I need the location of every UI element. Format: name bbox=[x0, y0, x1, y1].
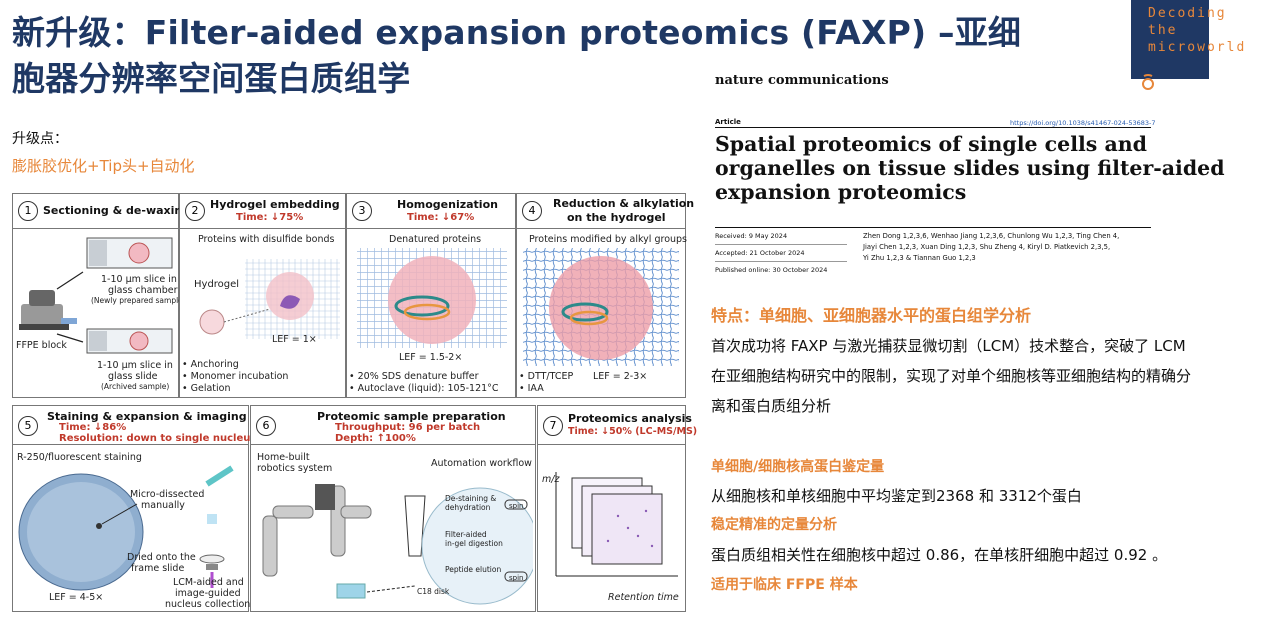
article-authors-3: Yi Zhu 1,2,3 & Tiannan Guo 1,2,3 bbox=[863, 254, 976, 262]
article-title-3: expansion proteomics bbox=[715, 180, 967, 204]
panel-title: Proteomic sample preparation bbox=[317, 410, 506, 423]
panel-number: 1 bbox=[18, 201, 38, 221]
panel-homogenization: 3 Homogenization Time: ↓67% Denatured pr… bbox=[346, 193, 516, 398]
panel-proteomic-prep: 6 Proteomic sample preparation Throughpu… bbox=[250, 405, 536, 612]
panel-title: Reduction & alkylation bbox=[553, 197, 695, 210]
panel-title: Sectioning & de-waxing bbox=[43, 204, 191, 217]
upgrade-label: 升级点： bbox=[12, 131, 68, 147]
article-doi[interactable]: https://doi.org/10.1038/s41467-024-53683… bbox=[1010, 119, 1156, 127]
staining-illustration bbox=[18, 465, 234, 591]
feature-text-1: 从细胞核和单核细胞中平均鉴定到2368 和 3312个蛋白 bbox=[711, 487, 1082, 505]
panel-sectioning: 1 Sectioning & de-waxing 1-10 μm slice i… bbox=[12, 193, 190, 398]
features-intro-3: 离和蛋白质组分析 bbox=[711, 397, 832, 415]
brand-text-2: the bbox=[1148, 23, 1178, 38]
page-title-line-1: 新升级：Filter-aided expansion proteomics (F… bbox=[12, 13, 1022, 52]
article-accepted: Accepted: 21 October 2024 bbox=[715, 249, 805, 257]
brand-icon bbox=[1142, 74, 1154, 90]
upgrade-content: 膨胀胶优化+Tip头+自动化 bbox=[12, 157, 195, 175]
features-intro-2: 在亚细胞结构研究中的限制，实现了对单个细胞核等亚细胞结构的精确分 bbox=[711, 367, 1192, 385]
feature-heading-1: 单细胞/细胞核高蛋白鉴定量 bbox=[711, 459, 885, 475]
article-title-2: organelles on tissue slides using filter… bbox=[715, 156, 1225, 180]
page-title-line-2: 胞器分辨率空间蛋白质组学 bbox=[12, 59, 411, 98]
meta-divider bbox=[715, 244, 847, 245]
panel-staining: 5 Staining & expansion & imaging Time: ↓… bbox=[12, 405, 256, 612]
sectioning-illustration bbox=[19, 237, 173, 354]
article-label: Article bbox=[715, 118, 741, 126]
features-heading: 特点：单细胞、亚细胞器水平的蛋白组学分析 bbox=[711, 306, 1032, 325]
article-received: Received: 9 May 2024 bbox=[715, 232, 788, 240]
panel-title: Staining & expansion & imaging bbox=[47, 410, 247, 423]
feature-heading-2: 稳定精准的定量分析 bbox=[711, 517, 837, 533]
panel-title: Hydrogel embedding bbox=[210, 198, 340, 211]
features-intro-1: 首次成功将 FAXP 与激光捕获显微切割（LCM）技术整合，突破了 LCM bbox=[711, 337, 1186, 355]
brand-text-1: Decoding bbox=[1148, 6, 1227, 21]
ms-illustration bbox=[555, 472, 678, 577]
panel-hydrogel: 2 Hydrogel embedding Time: ↓75% Proteins… bbox=[179, 193, 346, 398]
brand-text-3: microworld bbox=[1148, 40, 1247, 55]
faxp-workflow-figure: 1 Sectioning & de-waxing 1-10 μm slice i… bbox=[12, 193, 697, 612]
brand-logo bbox=[1131, 0, 1209, 79]
robotics-illustration bbox=[262, 484, 533, 605]
article-rule-2 bbox=[715, 227, 1151, 228]
article-rule bbox=[715, 127, 1151, 128]
article-authors-1: Zhen Dong 1,2,3,6, Wenhao Jiang 1,2,3,6,… bbox=[863, 232, 1120, 240]
article-authors-2: Jiayi Chen 1,2,3, Xuan Ding 1,2,3, Shu Z… bbox=[863, 243, 1111, 251]
feature-text-2: 蛋白质组相关性在细胞核中超过 0.86，在单核肝细胞中超过 0.92 。 bbox=[711, 546, 1168, 564]
panel-reduction: 4 Reduction & alkylation on the hydrogel… bbox=[516, 193, 694, 398]
reduction-illustration bbox=[523, 248, 679, 366]
article-title-1: Spatial proteomics of single cells and bbox=[715, 132, 1147, 156]
article-published: Published online: 30 October 2024 bbox=[715, 266, 828, 274]
panel-proteomics-analysis: 7 Proteomics analysis Time: ↓50% (LC-MS/… bbox=[537, 405, 697, 612]
homogenization-illustration bbox=[357, 248, 507, 348]
feature-heading-3: 适用于临床 FFPE 样本 bbox=[711, 577, 858, 593]
panel-title: Homogenization bbox=[397, 198, 498, 211]
hydrogel-illustration bbox=[199, 259, 340, 339]
journal-name: nature communications bbox=[715, 73, 889, 88]
panel-title: Proteomics analysis bbox=[568, 412, 692, 425]
meta-divider bbox=[715, 261, 847, 262]
